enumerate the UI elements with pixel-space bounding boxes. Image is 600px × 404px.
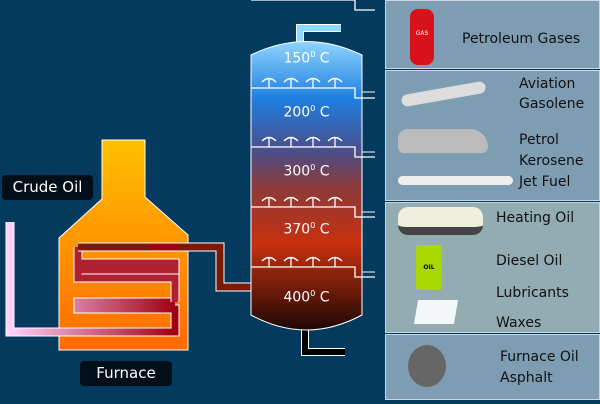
panel-fuels: Aviation Gasolene Petrol Kerosene Jet Fu… (385, 70, 600, 201)
product-petrol: Petrol (519, 132, 559, 148)
product-heating-oil: Heating Oil (496, 210, 575, 226)
product-furnace-oil: Furnace Oil (500, 349, 579, 365)
jet-icon (398, 176, 513, 185)
product-kerosene: Kerosene (519, 153, 584, 169)
oil-barrel-icon: OIL (416, 245, 442, 290)
tanker-icon (398, 207, 483, 235)
product-waxes: Waxes (496, 315, 542, 331)
product-diesel-oil: Diesel Oil (496, 253, 563, 269)
column-trays (250, 0, 376, 278)
product-lubricants: Lubricants (496, 285, 569, 301)
gas-cylinder-icon: GAS (410, 9, 434, 65)
furnace-label: Furnace (80, 361, 172, 386)
product-aviation: Aviation (519, 76, 576, 92)
temp-label-400: 4000 C (283, 289, 330, 306)
panel-oils: OIL Heating Oil Diesel Oil Lubricants Wa… (385, 202, 600, 333)
airplane-icon (400, 80, 487, 108)
car-icon (398, 129, 488, 153)
temp-label-150: 1500 C (283, 50, 330, 67)
wax-block-icon (413, 300, 459, 324)
product-gasolene: Gasolene (519, 96, 585, 112)
product-jet-fuel: Jet Fuel (519, 174, 571, 190)
panel-petroleum-gases: GAS Petroleum Gases (385, 0, 600, 69)
crude-oil-label: Crude Oil (2, 175, 93, 200)
asphalt-rock-icon (408, 345, 446, 387)
temp-label-300: 3000 C (283, 163, 330, 180)
temp-label-370: 3700 C (283, 221, 330, 238)
panel-residue: Furnace Oil Asphalt (385, 334, 600, 400)
product-asphalt: Asphalt (500, 370, 553, 386)
product-petroleum-gases: Petroleum Gases (462, 31, 581, 47)
temp-label-200: 2000 C (283, 104, 330, 121)
